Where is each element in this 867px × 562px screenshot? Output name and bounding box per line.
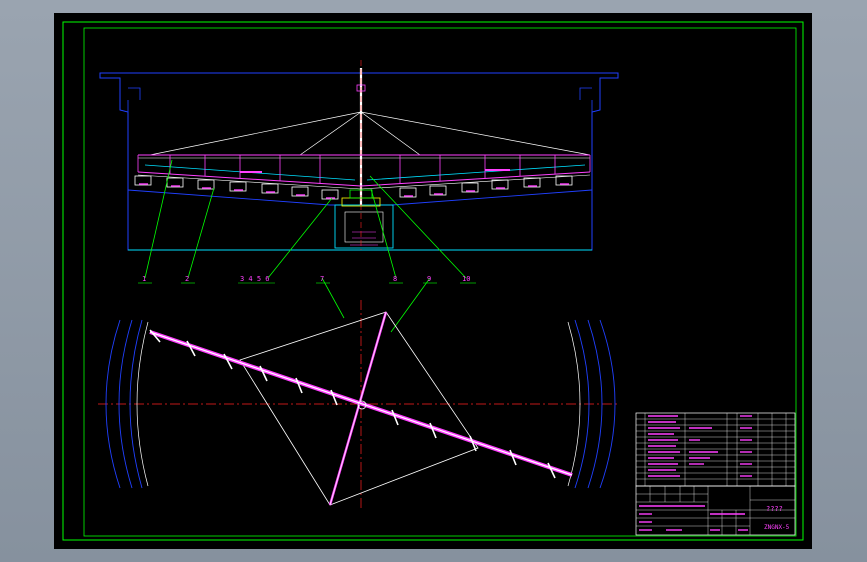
section-view [99,60,619,251]
title-block-entries [639,505,748,531]
truss-bottom-chord [137,171,591,187]
inner-frame [83,27,797,537]
callout-3-6: 3 4 5 6 [240,275,270,283]
tank-wall-arcs-white [136,321,581,487]
sump [334,204,394,249]
diamond-frame [239,311,479,506]
plan-blade-ticks [149,329,556,479]
parts-list-cols [644,413,787,486]
title-block-grid [636,486,795,535]
parts-list-rows [636,418,795,480]
callout-numbers: 1 2 3 4 5 6 7 8 9 10 [142,275,470,283]
tank-wall-arcs-left [105,319,143,489]
leader-lines [144,159,467,333]
plan-view [98,300,620,510]
parts-list [635,412,796,487]
callout-10: 10 [462,275,470,283]
title-block-frame [635,485,796,536]
outer-frame [62,21,804,541]
callout-2: 2 [185,275,189,283]
callout-9: 9 [427,275,431,283]
callout-8: 8 [393,275,397,283]
main-arm [149,331,573,476]
parts-list-entries [648,415,752,477]
callout-7: 7 [320,275,324,283]
sump-inner [344,211,384,243]
callout-1: 1 [142,275,146,283]
cross-arm [329,311,387,506]
drawing-sheet [54,13,812,549]
tank-inner-wall [127,87,593,165]
tank-wall-arcs-right [574,319,616,489]
truss-verticals [137,155,591,184]
drawing-title: ???? [766,505,783,513]
drawing-number: ZNGNX-5 [764,524,790,531]
title-block: ???? ZNGNX-5 [635,485,796,536]
blade-marks [139,183,569,199]
plan-hub [357,400,367,410]
shaft-top [356,84,366,92]
tie-rods [149,111,591,156]
